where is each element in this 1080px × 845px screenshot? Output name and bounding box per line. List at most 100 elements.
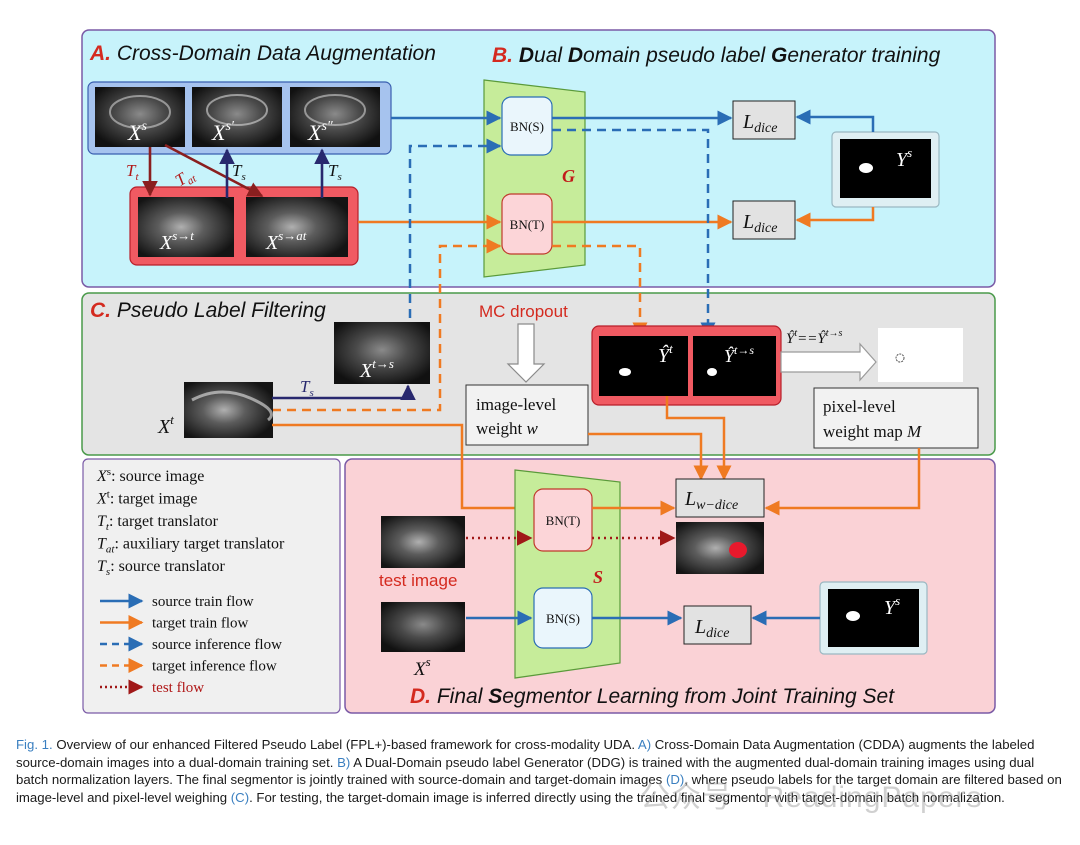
svg-text:Xs→t: Xs→t (159, 228, 194, 254)
bn-s2-label: BN(S) (546, 611, 580, 626)
loss-dice-2 (732, 200, 796, 240)
legend-flow-label: source inference flow (152, 637, 282, 653)
consistency-mask-dot (895, 353, 905, 363)
flow-weight-to-lw (588, 432, 709, 481)
svg-text:Ys: Ys (884, 593, 900, 619)
svg-text:Xt→s: Xt→s (359, 356, 394, 382)
svg-text:Ys: Ys (896, 145, 912, 171)
loss-dice-2-label: Ldice (742, 211, 777, 236)
caption-ref-d: (D) (665, 772, 685, 787)
consistency-mask (878, 328, 963, 382)
bn-s-block (501, 96, 553, 156)
label-ys: Ys (840, 139, 931, 198)
legend-flow-label: target train flow (152, 616, 249, 632)
legend-flow-label: source train flow (152, 594, 254, 610)
flow-src-inference-in (408, 138, 502, 318)
caption-text-4: , where pseudo labels for the target dom… (16, 772, 1062, 805)
figure-caption: Fig. 1. Overview of our enhanced Filtere… (16, 736, 1066, 806)
loss-wdice (675, 478, 765, 518)
panel-a-title: A. Cross-Domain Data Augmentation (89, 42, 436, 65)
panel-legend (82, 458, 341, 714)
bn-s-label: BN(S) (510, 119, 544, 134)
legend-flow-label: test flow (152, 680, 204, 696)
pseudo-label-yts: Ŷt→s (693, 336, 776, 396)
svg-text:Ŷt: Ŷt (658, 341, 673, 367)
test-image-label: test image (379, 571, 457, 590)
svg-text:Xs→at: Xs→at (265, 228, 307, 254)
panel-c-title: C. Pseudo Label Filtering (90, 299, 326, 322)
caption-ref-c: (C) (230, 789, 250, 805)
consistency-eq-label: Ŷt==Ŷt→s (786, 328, 842, 347)
image-weight-label-1: image-level (476, 395, 557, 414)
image-weight-label-2: weight w (476, 419, 539, 438)
image-xs-bottom (381, 602, 465, 652)
pseudo-label-yt: Ŷt (599, 336, 688, 396)
svg-text:Xs: Xs (127, 119, 147, 145)
image-xs-double-prime: Xs″ (290, 87, 380, 147)
caption-text-1: Overview of our enhanced Filtered Pseudo… (52, 737, 638, 752)
flow-yt-to-lw (665, 396, 732, 481)
flow-xt-to-bnt2 (272, 423, 533, 516)
image-xs-to-at: Xs→at (246, 197, 348, 257)
flow-pixel-to-lw (764, 448, 921, 516)
loss-dice-1 (732, 100, 796, 140)
caption-ref-a: A) (637, 737, 652, 752)
bn-t2-label: BN(T) (546, 513, 581, 528)
image-xs-prime: Xs′ (192, 87, 282, 147)
arrow-tat (164, 143, 264, 198)
svg-text:Xs″: Xs″ (307, 119, 333, 145)
watermark: 公众号 · ReadingPapers (640, 781, 983, 814)
loss-dice-3-label: Ldice (694, 616, 729, 641)
svg-text:Ŷt→s: Ŷt→s (724, 343, 754, 366)
image-xs-to-t: Xs→t (138, 197, 234, 257)
loss-wdice-label: Lw−dice (684, 488, 738, 513)
image-xt (184, 382, 273, 438)
mc-dropout-label: MC dropout (479, 302, 568, 321)
flow-ys-to-loss2 (795, 207, 875, 228)
legend-def-item: Xs: source image (96, 466, 204, 485)
loss-dice-3 (683, 605, 752, 645)
caption-text-3: A Dual-Domain pseudo label Generator (DD… (16, 754, 1035, 788)
test-image (381, 516, 465, 568)
image-xt-to-s: Xt→s (334, 322, 430, 384)
label-xs-bottom: Xs (413, 654, 431, 680)
pixel-weight-box (813, 387, 979, 449)
flow-src-inference-out (552, 128, 716, 338)
flow-tgt-inference-in (272, 238, 502, 412)
pixel-weight-label-2: weight map M (823, 422, 922, 441)
bn-t-block (501, 193, 553, 255)
svg-text:Xs′: Xs′ (211, 119, 235, 145)
image-weight-box (465, 384, 589, 446)
legend-flows: source train flow target train flow source… (100, 593, 282, 696)
image-xs: Xs (95, 87, 185, 147)
label-xt: Xt (157, 412, 174, 438)
legend-def-item: Tat: auxiliary target translator (97, 536, 285, 556)
legend-def-item: Tt: target translator (97, 513, 219, 533)
legend-flow-label: target inference flow (152, 659, 277, 675)
caption-text-5: . For testing, the target-domain image i… (249, 789, 1005, 805)
legend-def-item: Ts: source translator (97, 558, 225, 578)
mc-dropout-arrow (506, 323, 546, 383)
prediction-image (676, 522, 764, 574)
caption-text-2: Cross-Domain Data Augmentation (CDDA) au… (16, 737, 1035, 770)
pixel-weight-label-1: pixel-level (823, 397, 896, 416)
label-tt: Tt (126, 161, 139, 183)
label-ts-1: Ts (232, 161, 246, 183)
label-ts-3: Ts (300, 377, 314, 399)
panel-b-title: B. Dual Domain pseudo label Generator tr… (492, 44, 941, 67)
panel-d-title: D. Final Segmentor Learning from Joint T… (410, 685, 895, 708)
label-ys-bottom: Ys (828, 589, 919, 647)
arrow-ts-3 (272, 384, 416, 401)
bn-t-label: BN(T) (510, 217, 545, 232)
loss-dice-1-label: Ldice (742, 111, 777, 136)
caption-fig: Fig. 1. (16, 737, 53, 752)
bn-t2-block (533, 488, 593, 552)
legend-def-item: Xt: target image (96, 489, 198, 508)
generator-g-label: G (562, 166, 575, 186)
consistency-arrow (780, 342, 877, 382)
flow-ys-to-loss1 (795, 109, 875, 132)
caption-ref-b: B) (337, 754, 351, 770)
segmentor-s-label: S (593, 567, 603, 587)
